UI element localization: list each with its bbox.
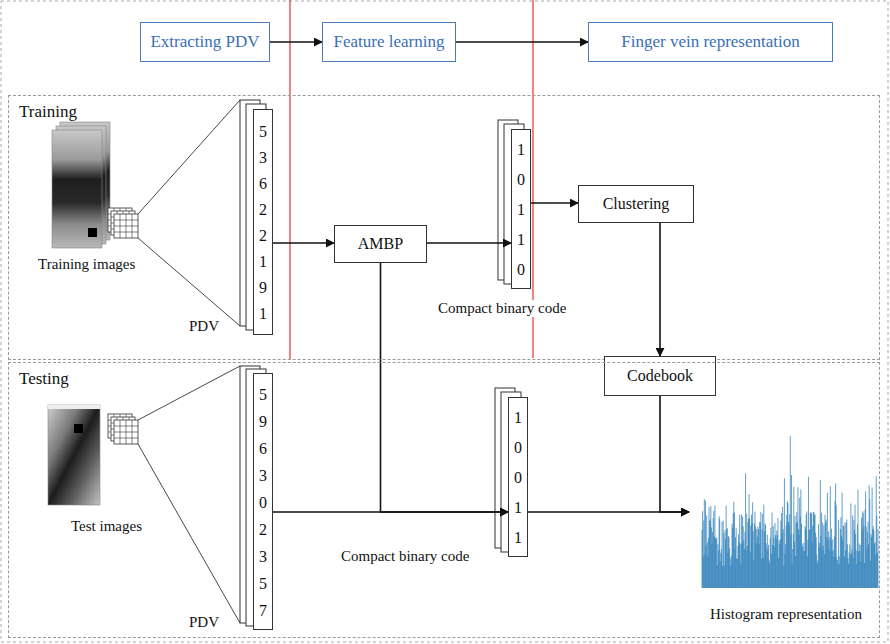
flow-arrow <box>660 396 689 512</box>
stage-divider <box>289 0 290 360</box>
figure-label: Training images <box>37 256 136 273</box>
patch-grid <box>114 420 138 444</box>
stage-box: Finger vein representation <box>588 22 833 62</box>
patch-marker <box>88 228 97 237</box>
vector-column: 5 3 6 2 2 1 9 1 <box>253 109 273 335</box>
box-label: Codebook <box>627 367 693 385</box>
vector-column: 5 9 6 3 0 2 3 5 7 <box>253 373 273 630</box>
flow-arrow <box>273 242 334 244</box>
figure-caption: Histogram representation <box>710 605 862 623</box>
phase-panel: Testing 5 9 6 3 0 2 3 5 7 1 0 0 1 1 Histogr… <box>8 362 880 638</box>
image-frame <box>48 405 100 409</box>
panel-heading: Testing <box>19 369 69 389</box>
vector-values: 5 9 6 3 0 2 3 5 7 <box>258 381 268 624</box>
patch-grid <box>114 214 138 238</box>
stage-box: Extracting PDV <box>140 22 270 62</box>
flow-arrow <box>456 41 588 43</box>
leader-line <box>138 100 240 214</box>
leader-line <box>138 366 240 420</box>
figure-label: Test images <box>70 518 143 535</box>
box-label: Finger vein representation <box>621 32 799 52</box>
patch-grid <box>114 214 138 238</box>
flow-arrow <box>531 202 578 204</box>
patch-marker <box>74 424 83 433</box>
process-box: AMBP <box>334 225 427 263</box>
finger-image <box>52 130 102 248</box>
figure-label: PDV <box>188 614 220 631</box>
box-label: AMBP <box>358 235 403 253</box>
patch-grid <box>114 420 138 444</box>
flow-arrow <box>270 41 322 43</box>
stage-box: Feature learning <box>322 22 456 62</box>
phase-panel: Training 5 3 6 2 2 1 9 1 AMBP 1 0 1 1 0 Clus… <box>8 95 880 360</box>
flow-arrow <box>659 223 661 356</box>
figure-label: Compact binary code <box>437 300 567 317</box>
process-box: Clustering <box>578 185 694 223</box>
finger-image <box>48 405 100 505</box>
vector-values: 1 0 1 1 0 <box>516 135 526 285</box>
vector-values: 5 3 6 2 2 1 9 1 <box>258 119 268 327</box>
flow-arrow <box>427 242 511 244</box>
vector-values: 1 0 0 1 1 <box>513 403 523 553</box>
leader-line <box>138 444 240 623</box>
panel-heading: Training <box>19 102 77 122</box>
code-column: 1 0 1 1 0 <box>511 129 531 289</box>
figure-label: PDV <box>188 318 220 335</box>
box-label: Feature learning <box>334 32 445 52</box>
box-label: Clustering <box>603 195 670 213</box>
figure-label: Compact binary code <box>340 548 470 565</box>
histogram-figure: Histogram representation <box>689 429 883 623</box>
code-column: 1 0 0 1 1 <box>508 397 528 557</box>
histogram-bars <box>702 436 878 588</box>
leader-line <box>138 238 240 326</box>
box-label: Extracting PDV <box>150 32 259 52</box>
flow-arrow <box>273 511 508 513</box>
